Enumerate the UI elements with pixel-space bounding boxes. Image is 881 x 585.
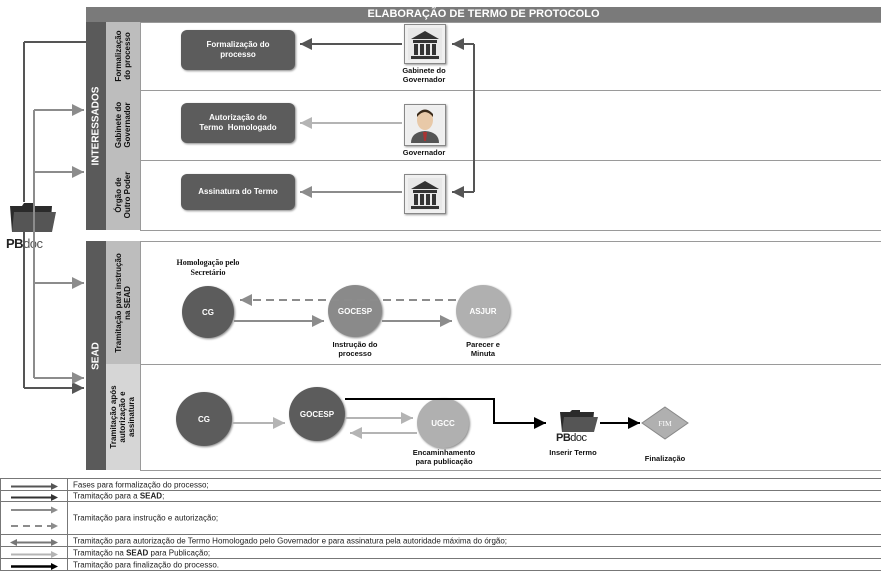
legend-row: Tramitação para finalização do processo.: [0, 559, 881, 571]
diagram-title: ELABORAÇÃO DE TERMO DE PROTOCOLO: [86, 7, 881, 22]
caption-encaminhamento: Encaminhamento para publicação: [412, 448, 476, 467]
band-interessados: INTERESSADOS: [86, 22, 106, 230]
caption-instrucao: Instrução do processo: [332, 340, 378, 359]
caption-homologacao: Homologação pelo Secretário: [176, 258, 240, 277]
legend-row: Tramitação para a SEAD;: [0, 490, 881, 502]
person-icon-governador: [404, 104, 446, 146]
legend-row: Tramitação na SEAD para Publicação;: [0, 547, 881, 559]
caption-inserir: Inserir Termo: [549, 448, 597, 457]
node-cg-autorizacao: CG: [176, 392, 232, 446]
lane-label-orgao: Órgão de Outro Poder: [106, 160, 140, 230]
lane-autorizacao: [140, 364, 881, 471]
band-sead-label: SEAD: [90, 341, 102, 370]
lane-instrucao: [140, 241, 881, 365]
pbdoc-logo-left: PBdoc: [6, 236, 43, 251]
node-asjur: ASJUR: [456, 285, 510, 337]
lane-label-formalizacao: Formalização do processo: [106, 22, 140, 90]
node-gocesp-instrucao: GOCESP: [328, 285, 382, 337]
legend-row: Tramitação para autorização de Termo Hom…: [0, 535, 881, 547]
building-icon-orgao: [404, 174, 446, 214]
box-formalizacao: Formalização do processo: [181, 30, 295, 70]
lane-label-instrucao: Tramitação para instrução na SEAD: [106, 241, 140, 364]
pbdoc-logo-inserir: PBdoc: [556, 432, 587, 444]
caption-parecer: Parecer e Minuta: [466, 340, 500, 359]
box-autorizacao: Autorização do Termo Homologado: [181, 103, 295, 143]
folder-icon-left: [10, 203, 56, 232]
band-sead: SEAD: [86, 241, 106, 470]
lane-label-autorizacao: Tramitação após autorização e assinatura: [106, 364, 140, 470]
lane-label-gabinete: Gabinete do Governador: [106, 90, 140, 160]
left-trunk-lines: [23, 41, 86, 394]
legend-row: Tramitação para instrução e autorização;: [0, 502, 881, 535]
building-icon-gabinete: [404, 24, 446, 64]
node-fim-label: FIM: [658, 419, 672, 428]
caption-finalizacao: Finalização: [644, 454, 686, 463]
caption-governador: Governador: [402, 148, 446, 157]
legend-row: Fases para formalização do processo;: [0, 478, 881, 491]
box-assinatura: Assinatura do Termo: [181, 174, 295, 210]
caption-gabinete: Gabinete do Governador: [402, 66, 446, 85]
node-ugcc: UGCC: [417, 398, 469, 448]
band-interessados-label: INTERESSADOS: [90, 86, 102, 166]
node-gocesp-autorizacao: GOCESP: [289, 387, 345, 441]
node-cg-instrucao: CG: [182, 286, 234, 338]
